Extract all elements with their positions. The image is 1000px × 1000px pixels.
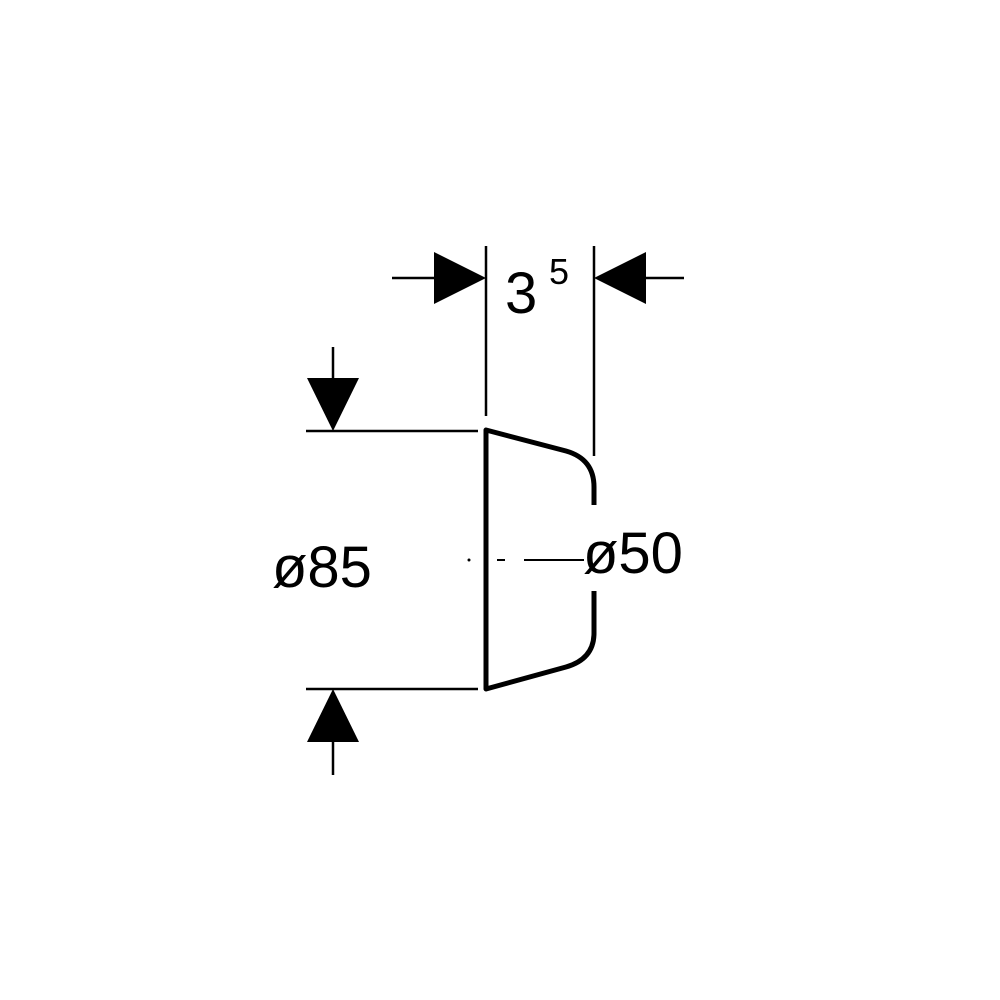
- outer-diameter-dimension: ø85: [272, 347, 478, 775]
- outer-arrow-down-icon: [307, 378, 359, 431]
- outer-diameter-label: ø85: [272, 535, 372, 600]
- outer-arrow-up-icon: [307, 689, 359, 742]
- depth-dimension: 3 5: [392, 246, 684, 456]
- depth-arrow-left-icon: [434, 252, 486, 304]
- depth-value: 3: [505, 261, 537, 326]
- depth-superscript: 5: [549, 251, 569, 292]
- center-line-dot-left: [467, 558, 471, 562]
- center-line: [467, 558, 584, 562]
- inner-diameter-label: ø50: [583, 521, 683, 586]
- part-profile-outline: [483, 427, 597, 692]
- depth-arrow-right-icon: [594, 252, 646, 304]
